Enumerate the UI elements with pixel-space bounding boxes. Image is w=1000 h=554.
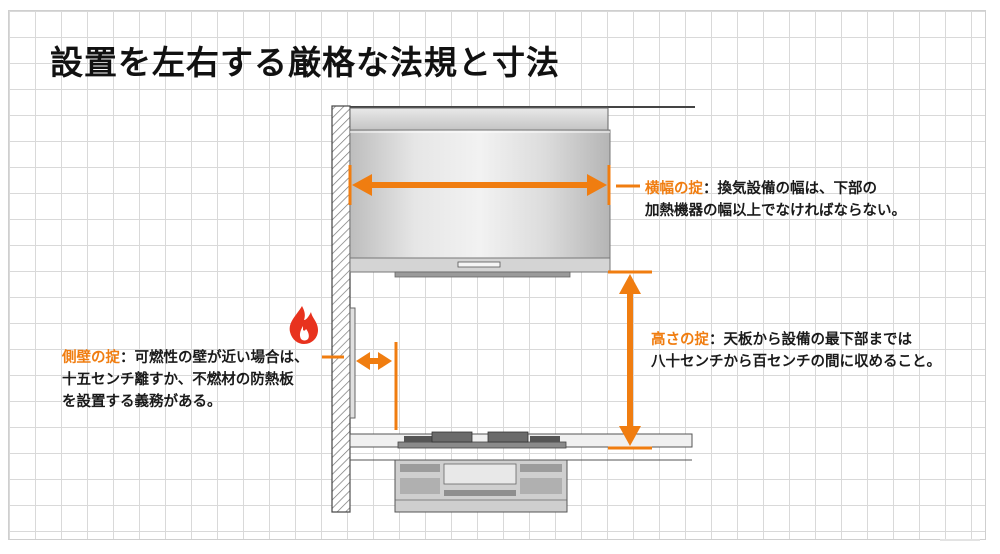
gas-stove [394, 431, 568, 513]
width-rule-text-2: 加熱機器の幅以上でなければならない。 [645, 203, 906, 219]
side-clearance-arrow [322, 342, 398, 430]
width-rule-note: 横幅の掟：換気設備の幅は、下部の 加熱機器の幅以上でなければならない。 [645, 178, 906, 222]
height-rule-label: 高さの掟 [651, 332, 709, 348]
side-wall-rule-text-2: 十五センチ離すか、不燃材の防熱板 [62, 372, 294, 388]
page-title: 設置を左右する厳格な法規と寸法 [50, 43, 560, 82]
height-dimension-arrow [608, 270, 652, 450]
fire-icon [289, 306, 318, 344]
range-hood [349, 107, 611, 278]
height-rule-note: 高さの掟：天板から設備の最下部までは 八十センチから百センチの間に収めること。 [651, 329, 941, 373]
height-rule-text-1: ：天板から設備の最下部までは [709, 332, 912, 348]
height-rule-text-2: 八十センチから百センチの間に収めること。 [651, 354, 941, 370]
heat-shield-panel [349, 307, 356, 419]
side-wall-rule-text-1: ：可燃性の壁が近い場合は、 [120, 350, 309, 366]
width-rule-label: 横幅の掟 [645, 181, 703, 197]
width-dimension-arrow [348, 165, 640, 205]
side-wall-rule-text-3: を設置する義務がある。 [62, 394, 222, 410]
side-wall-rule-label: 側壁の掟 [62, 350, 120, 366]
side-wall-rule-note: 側壁の掟：可燃性の壁が近い場合は、 十五センチ離すか、不燃材の防熱板 を設置する… [62, 347, 309, 413]
width-rule-text-1: ：換気設備の幅は、下部の [703, 181, 877, 197]
